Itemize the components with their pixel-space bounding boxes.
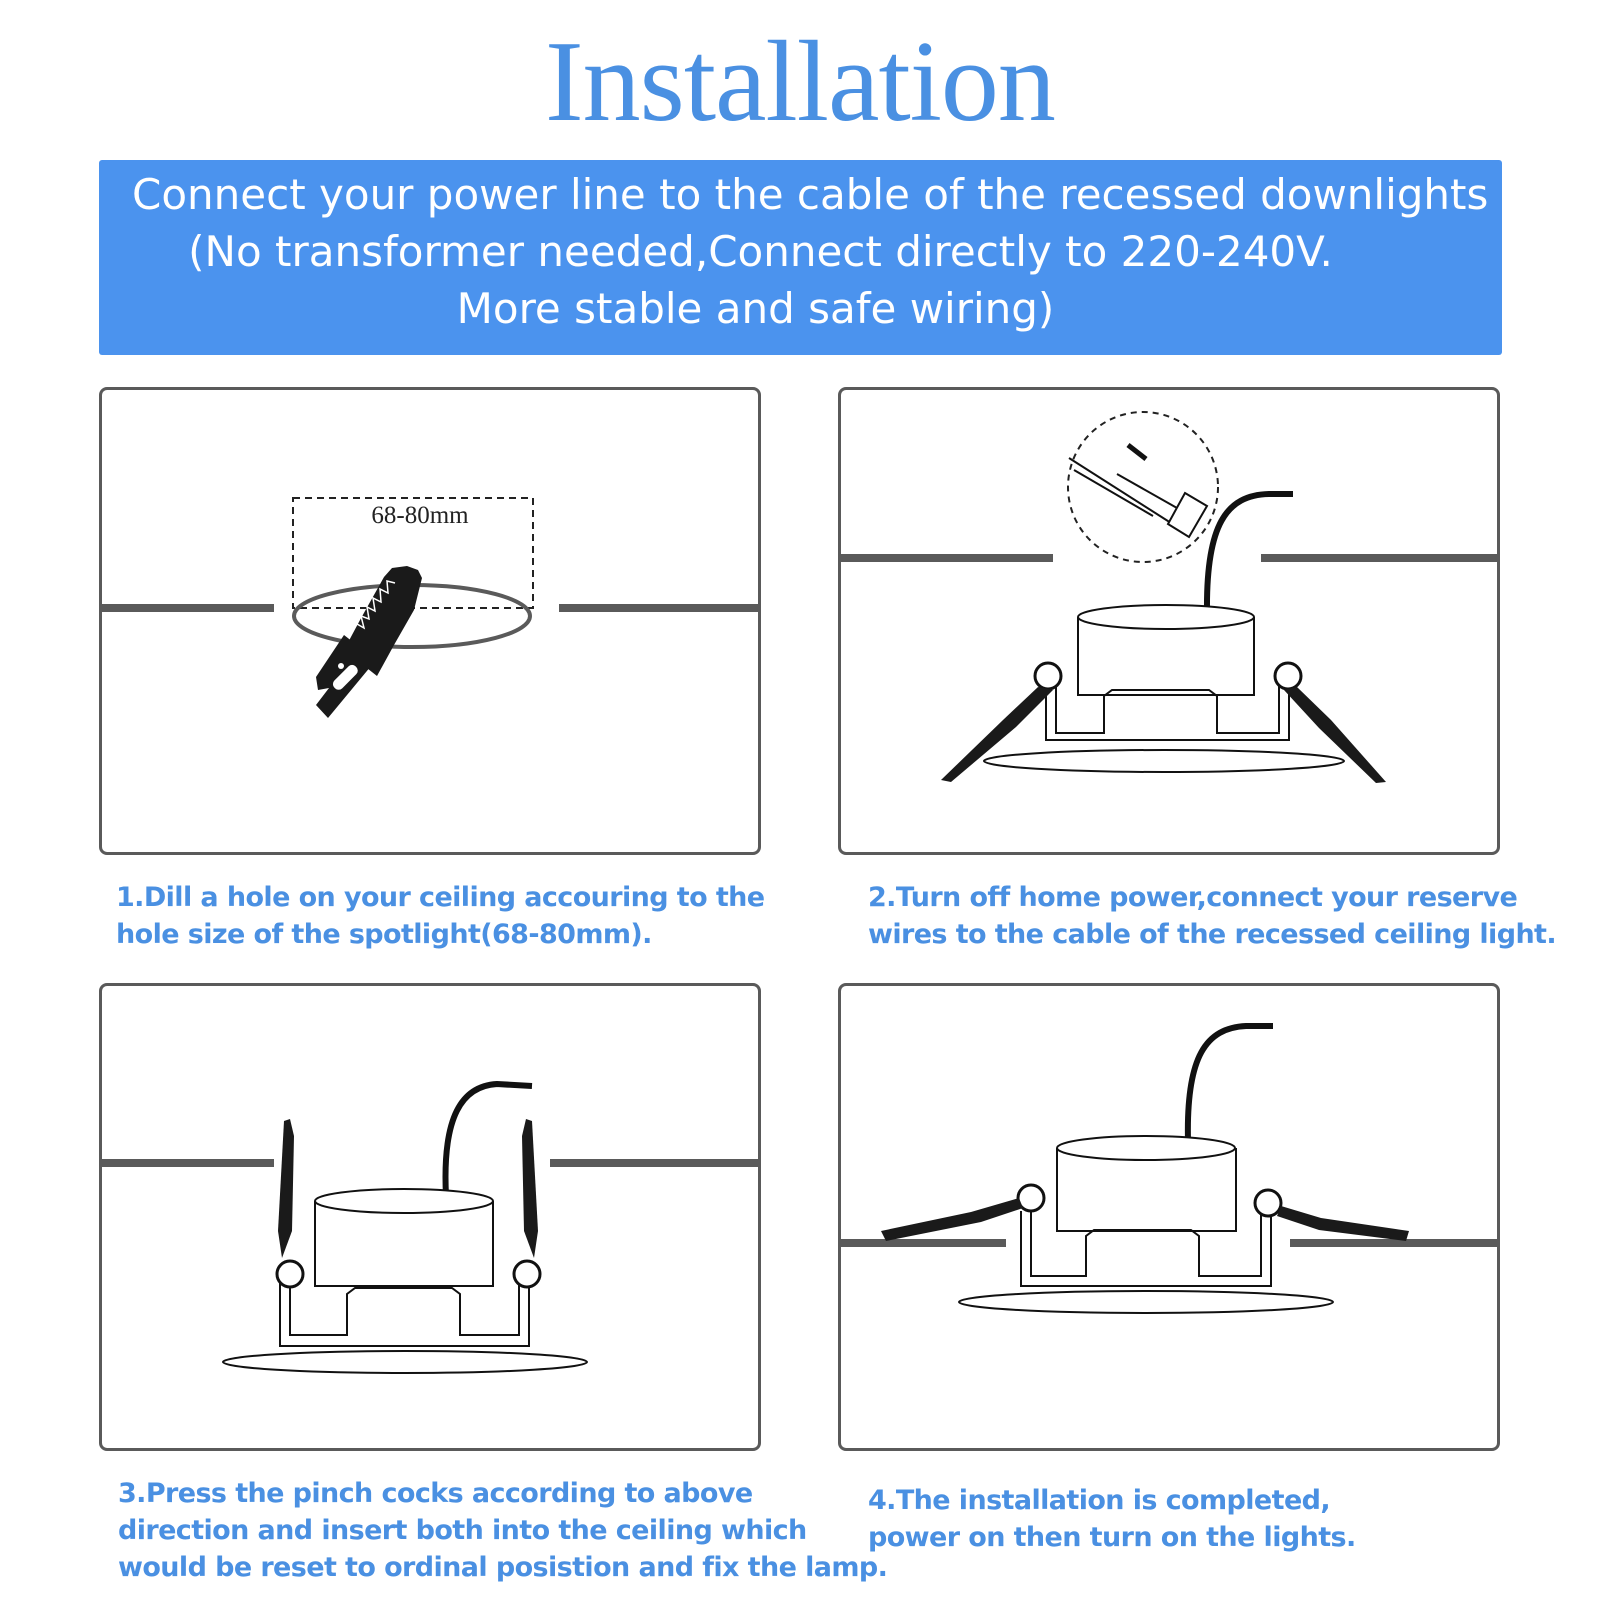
step-1-illustration: 68-80mm [99, 387, 761, 855]
instruction-banner: Connect your power line to the cable of … [99, 160, 1502, 355]
dimension-label: 68-80mm [371, 502, 469, 529]
power-cable [1203, 491, 1293, 613]
downlight-icon [222, 1119, 588, 1374]
downlight-icon [881, 1135, 1409, 1314]
step-3-illustration [99, 983, 761, 1451]
step-1-caption: 1.Dill a hole on your ceiling accouring … [116, 882, 765, 950]
downlight-icon [941, 604, 1386, 783]
banner-line-1: Connect your power line to the cable of … [132, 170, 1489, 219]
power-cable [1184, 1023, 1273, 1142]
saw-icon [316, 566, 422, 718]
step-3-caption: 3.Press the pinch cocks according to abo… [118, 1478, 888, 1583]
step-4-illustration [838, 983, 1500, 1451]
step-2-caption: 2.Turn off home power,connect your reser… [868, 882, 1557, 950]
page-title: Installation [545, 18, 1056, 146]
step-2-illustration [838, 387, 1500, 855]
wire-connector-icon [1067, 411, 1219, 563]
power-cable [442, 1080, 533, 1197]
step-4-caption: 4.The installation is completed, power o… [868, 1485, 1356, 1553]
banner-line-3: More stable and safe wiring) [456, 284, 1055, 333]
banner-line-2: (No transformer needed,Connect directly … [188, 227, 1333, 276]
